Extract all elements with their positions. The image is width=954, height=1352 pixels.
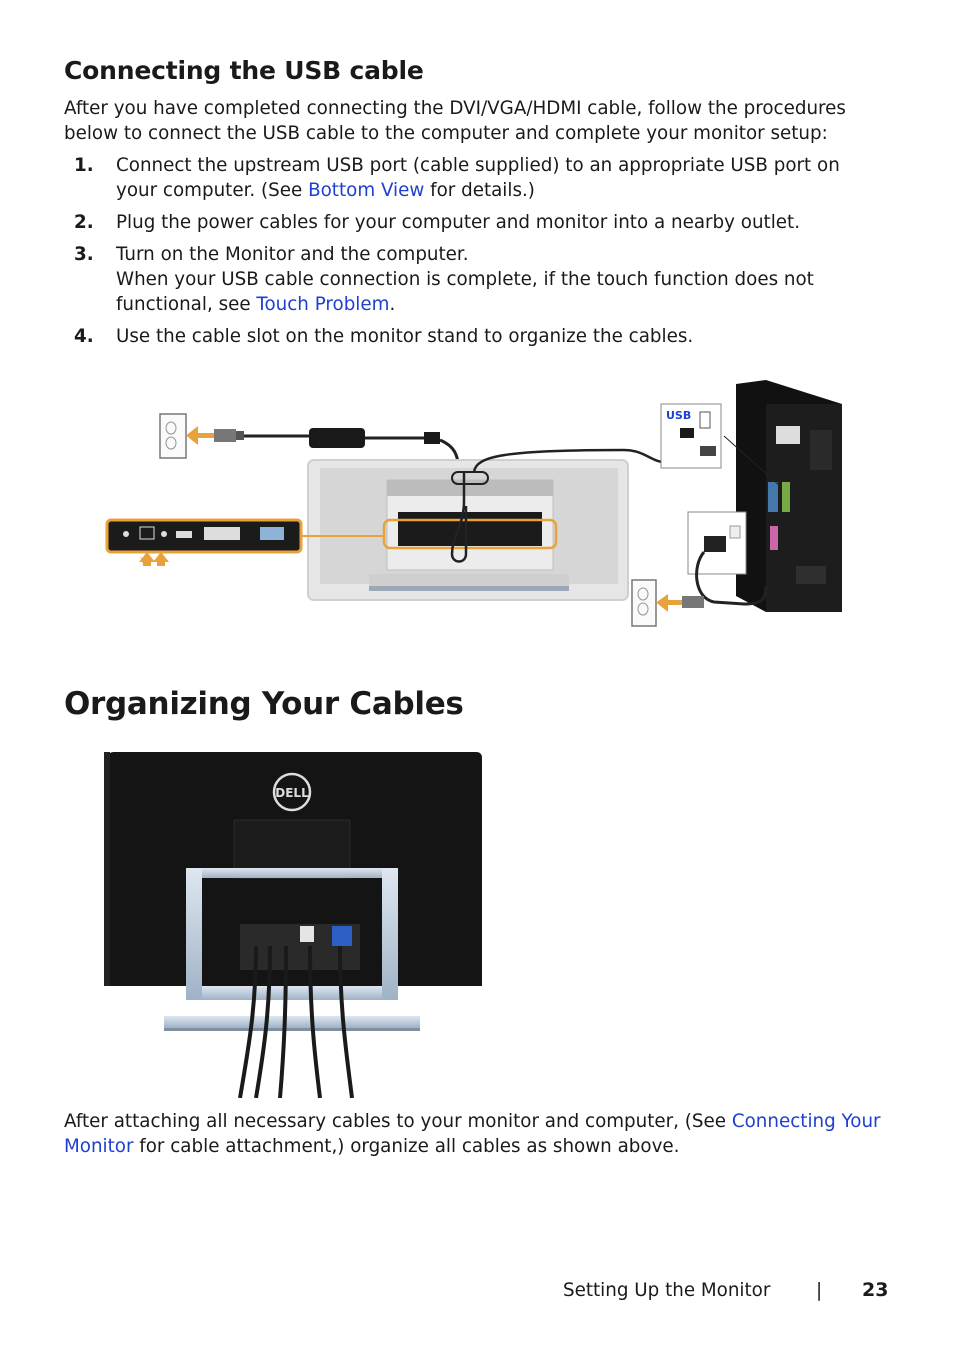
cable-bundle (238, 945, 354, 1098)
organizing-body-text: After attaching all necessary cables to … (64, 1109, 894, 1159)
connecting-your-monitor-link-line1[interactable]: Connecting Your (731, 1111, 881, 1132)
step-3-line3-post: . (389, 294, 396, 315)
monitor-rear-cables-illustration: DELL (104, 752, 482, 1098)
svg-text:DELL: DELL (275, 786, 309, 800)
connecting-your-monitor-link-line2[interactable]: Monitor (64, 1136, 134, 1157)
page-number: 23 (862, 1279, 889, 1301)
step-3-line3-pre: functional, see (116, 294, 257, 315)
body-post: for cable attachment,) organize all cabl… (133, 1136, 680, 1157)
step-number: 4. (74, 326, 94, 347)
usb-connection-illustration: USB (105, 380, 842, 627)
section-heading-organizing: Organizing Your Cables (64, 686, 464, 722)
step-2-text: Plug the power cables for your computer … (116, 212, 801, 233)
step-4-text: Use the cable slot on the monitor stand … (116, 326, 694, 347)
footer-section-title: Setting Up the Monitor (563, 1280, 771, 1301)
step-3-line1: Turn on the Monitor and the computer. (116, 244, 469, 265)
touch-problem-link[interactable]: Touch Problem (256, 294, 390, 315)
monitor-stand (164, 868, 420, 1031)
bottom-view-link[interactable]: Bottom View (308, 180, 425, 201)
step-number: 2. (74, 212, 94, 233)
step-1-line1: Connect the upstream USB port (cable sup… (116, 155, 840, 176)
usb-intro-line2: below to connect the USB cable to the co… (64, 123, 828, 144)
wall-outlet-icon (631, 579, 657, 627)
step-3-line2: When your USB cable connection is comple… (116, 269, 814, 290)
arrow-left-icon (656, 594, 682, 612)
usb-intro-line1: After you have completed connecting the … (64, 98, 846, 119)
power-port-callout (687, 511, 747, 575)
arrow-left-icon (186, 426, 214, 445)
computer-tower (723, 380, 842, 612)
body-pre: After attaching all necessary cables to … (64, 1111, 732, 1132)
step-number: 1. (74, 155, 94, 176)
dell-logo: DELL (272, 772, 312, 812)
step-1-line2-post: for details.) (424, 180, 535, 201)
power-adapter-icon (309, 428, 365, 448)
arrow-up-icon (139, 552, 169, 566)
usb-label: USB (666, 409, 691, 422)
usb-port-callout: USB (660, 403, 722, 469)
power-plug-icon (214, 429, 244, 442)
step-number: 3. (74, 244, 94, 265)
port-panel-zoom (105, 518, 384, 554)
step-1-line2-pre: your computer. (See (116, 180, 309, 201)
section-heading-usb: Connecting the USB cable (64, 56, 424, 85)
wall-outlet-icon (159, 413, 187, 459)
monitor-back-view (307, 459, 629, 601)
usb-intro: After you have completed connecting the … (64, 96, 894, 146)
footer-separator: | (816, 1280, 823, 1301)
